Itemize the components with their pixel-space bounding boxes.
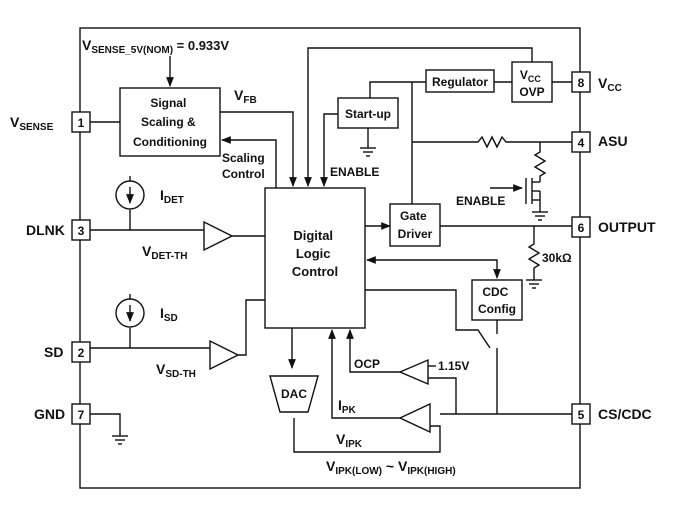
scaling-control-wire	[221, 136, 277, 188]
vsd-th-label: VSD-TH	[156, 361, 196, 380]
vdet-th-label: VDET-TH	[142, 243, 187, 262]
startup-label: Start-up	[345, 107, 391, 121]
signal-scaling-label: Signal Scaling & Conditioning	[133, 96, 207, 149]
digital-logic-control-block	[264, 187, 366, 329]
ipk-output-wire	[328, 329, 400, 419]
pin-5-number: 5	[578, 408, 585, 422]
pin-vsense-label: VSENSE	[10, 114, 54, 133]
vipk-wire	[293, 418, 441, 453]
scaling-control-label: Scaling Control	[222, 151, 268, 181]
vipk-label: VIPK	[336, 431, 363, 450]
ovp-signal-wire	[304, 47, 533, 187]
vfb-wire	[220, 111, 297, 187]
vcc-ovp-label: VCC OVP	[519, 68, 544, 99]
digital-logic-label: Digital Logic Control	[292, 228, 338, 279]
gnd-wire	[90, 413, 121, 436]
ocp-output-wire	[346, 329, 400, 373]
vipk-range-label: VIPK(LOW) ~ VIPK(HIGH)	[326, 458, 456, 477]
pin-output-label: OUTPUT	[598, 219, 656, 235]
pin-dlnk-label: DLNK	[26, 222, 65, 238]
dac-block	[269, 375, 319, 413]
pin-6-box	[571, 216, 591, 238]
ocp-reference-label: 1.15V	[438, 359, 469, 373]
gate-driver-label: Gate Driver	[398, 209, 433, 241]
pin-2-box	[71, 341, 91, 363]
ipk-label: IPK	[338, 397, 357, 416]
asu-resistor	[412, 135, 572, 149]
resistor-value-label: 30kΩ	[542, 251, 572, 265]
ipk-comparator	[398, 402, 431, 434]
vsense-nominal-note: VSENSE_5V(NOM) = 0.933V	[82, 37, 229, 56]
pin-8-number: 8	[578, 76, 585, 90]
cdc-config-block	[471, 279, 523, 321]
isd-label: ISD	[160, 305, 178, 324]
regulator-block	[425, 69, 495, 93]
pin-3-number: 3	[78, 224, 85, 238]
pin-gnd-label: GND	[34, 406, 65, 422]
regulator-label: Regulator	[432, 75, 488, 89]
pin-6-number: 6	[578, 221, 585, 235]
enable-top-label: ENABLE	[330, 165, 379, 179]
ocp-label: OCP	[354, 357, 380, 371]
pin-4-number: 4	[578, 136, 585, 150]
pin-7-number: 7	[78, 408, 85, 422]
cdc-switch-wire	[365, 289, 491, 349]
pin-vcc-label: VCC	[598, 75, 622, 94]
dlnk-comparator	[203, 220, 234, 252]
sd-comparator-output	[238, 299, 265, 356]
chip-outline	[79, 27, 581, 489]
vfb-label: VFB	[234, 87, 257, 106]
ocp-input-wire	[428, 377, 457, 414]
enable-wire	[320, 113, 338, 187]
pin-cs-cdc-label: CS/CDC	[598, 406, 652, 422]
enable-fet-label: ENABLE	[456, 194, 505, 208]
pin-sd-label: SD	[44, 344, 63, 360]
sd-comparator	[209, 339, 240, 371]
idet-label: IDET	[160, 187, 184, 206]
ocp-comparator	[398, 358, 429, 386]
pulldown-resistor	[527, 226, 541, 280]
regulator-to-startup-wire	[369, 81, 426, 98]
logic-cdc-wire	[366, 256, 501, 279]
pin-1-number: 1	[78, 116, 85, 130]
pin-2-number: 2	[78, 346, 85, 360]
dac-label: DAC	[281, 387, 307, 401]
fet-pullup-resistor	[533, 142, 547, 182]
pin-asu-label: ASU	[598, 133, 628, 149]
startup-block	[337, 97, 399, 129]
cdc-config-label: CDC Config	[478, 285, 516, 316]
